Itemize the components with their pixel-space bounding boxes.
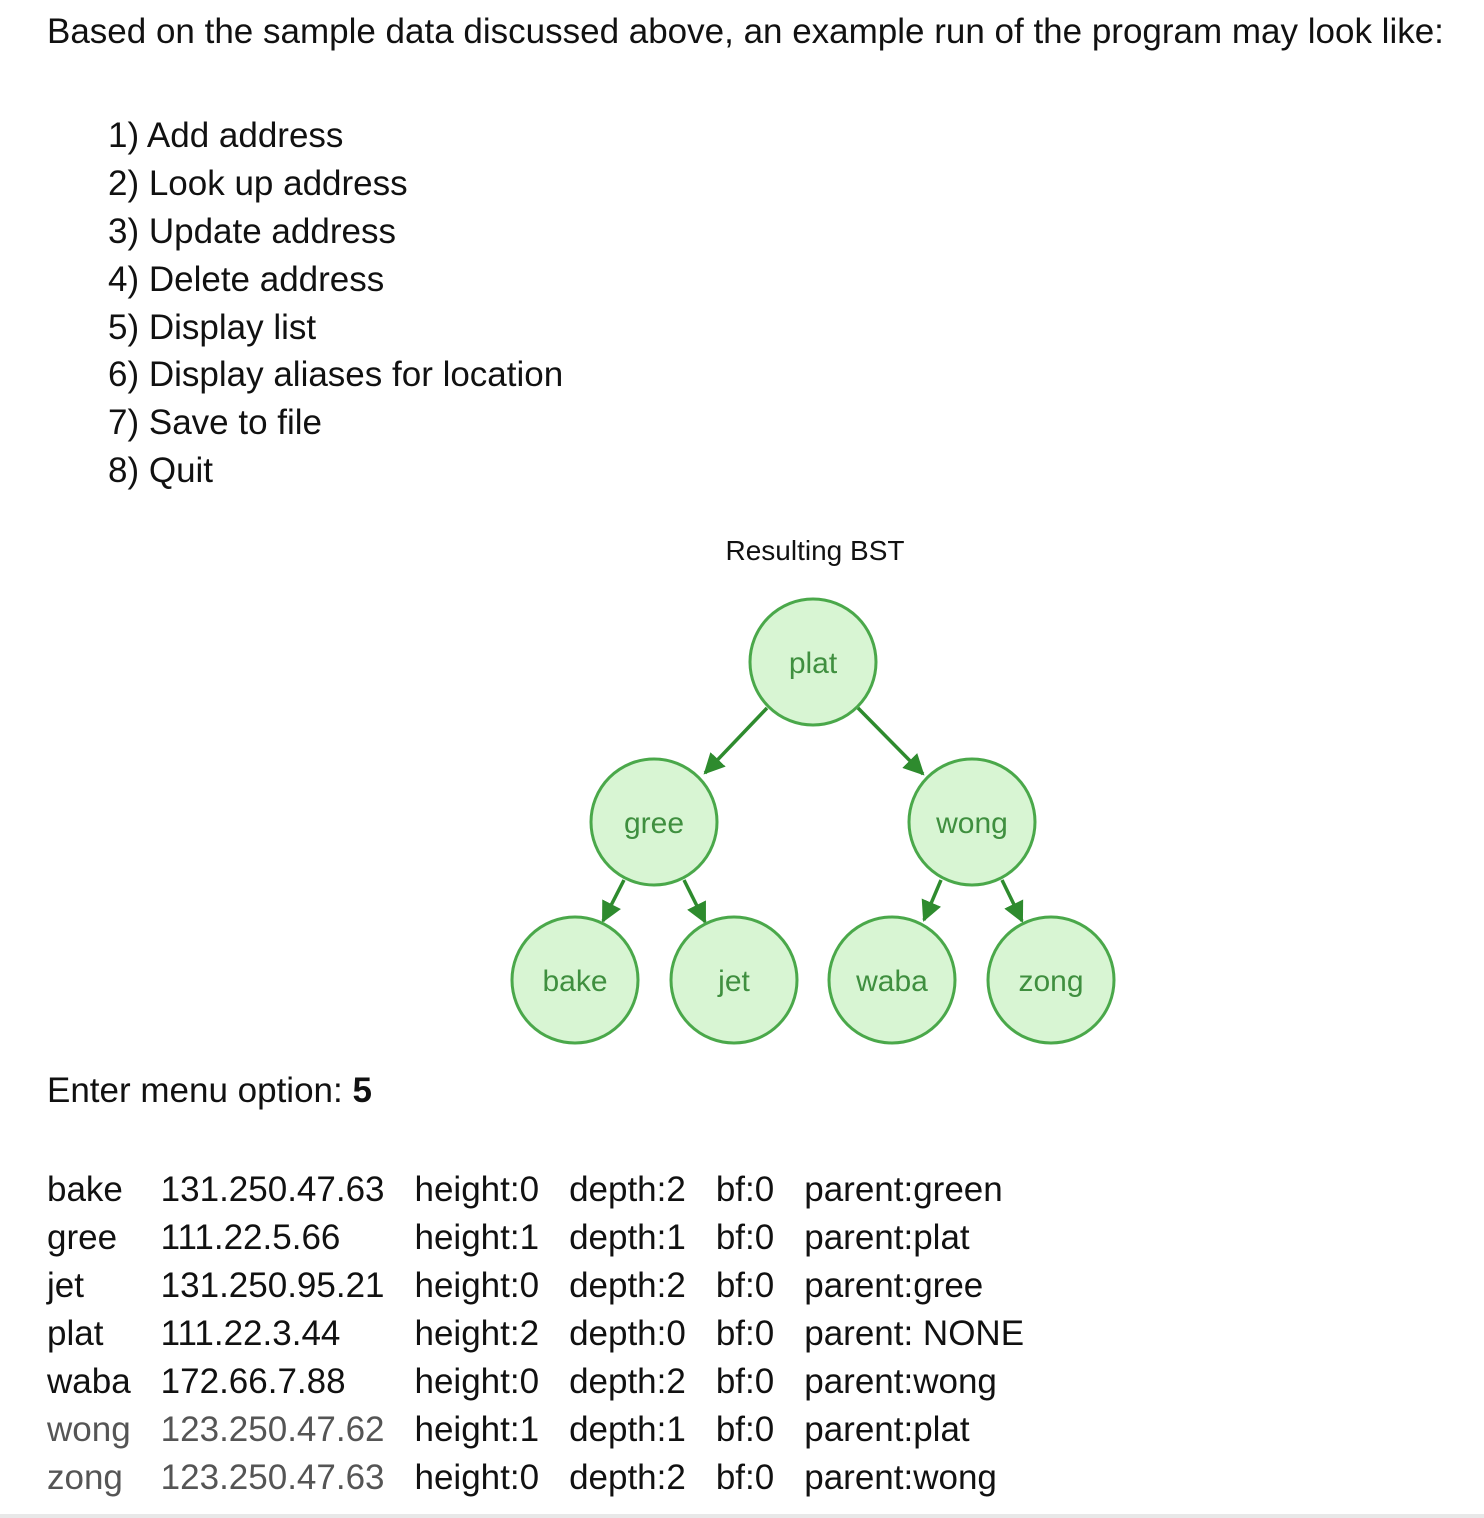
menu-prompt: Enter menu option: 5	[47, 1071, 372, 1111]
menu-item-update: 3) Update address	[108, 211, 396, 251]
row-ip: 111.22.5.66	[160, 1218, 341, 1257]
table-row: bake 131.250.47.63 height:0 depth:2 bf:0…	[47, 1166, 1024, 1214]
node-zong: zong	[986, 915, 1116, 1045]
row-depth: depth:2	[569, 1170, 686, 1209]
edge-wong-zong	[1000, 879, 1024, 923]
bst-diagram: Resulting BST plat gree wong bake jet wa…	[510, 535, 1116, 1045]
menu-list: 1) Add address 2) Look up address 3) Upd…	[108, 112, 563, 495]
row-ip: 131.250.95.21	[160, 1266, 385, 1305]
row-name: bake	[47, 1170, 123, 1209]
node-label-plat: plat	[789, 647, 838, 680]
row-ip: 131.250.47.63	[160, 1170, 385, 1209]
node-label-jet: jet	[717, 965, 750, 998]
row-name: zong	[47, 1458, 123, 1497]
table-row: wong 123.250.47.62 height:1 depth:1 bf:0…	[47, 1406, 1024, 1454]
row-depth: depth:2	[569, 1362, 686, 1401]
row-height: height:0	[414, 1170, 540, 1209]
row-name: waba	[47, 1362, 131, 1401]
row-bf: bf:0	[715, 1362, 775, 1401]
menu-item-aliases: 6) Display aliases for location	[108, 355, 564, 395]
row-parent: parent:plat	[804, 1410, 970, 1449]
table-row: plat 111.22.3.44 height:2 depth:0 bf:0 p…	[47, 1310, 1024, 1358]
row-depth: depth:1	[569, 1218, 686, 1257]
menu-item-lookup: 2) Look up address	[108, 163, 408, 203]
row-depth: depth:1	[569, 1410, 686, 1449]
node-label-bake: bake	[542, 965, 607, 998]
edge-plat-gree	[703, 706, 769, 775]
edge-plat-wong	[856, 706, 925, 776]
menu-item-add: 1) Add address	[108, 116, 344, 155]
row-height: height:1	[414, 1218, 540, 1257]
row-bf: bf:0	[715, 1314, 775, 1353]
node-label-waba: waba	[855, 965, 928, 998]
row-depth: depth:2	[569, 1458, 686, 1497]
row-ip: 111.22.3.44	[160, 1314, 341, 1353]
node-waba: waba	[827, 915, 957, 1045]
edge-gree-jet	[682, 879, 707, 924]
table-row: waba 172.66.7.88 height:0 depth:2 bf:0 p…	[47, 1358, 1024, 1406]
node-bake: bake	[510, 915, 640, 1045]
row-name: jet	[47, 1266, 84, 1305]
row-bf: bf:0	[715, 1170, 775, 1209]
node-label-wong: wong	[935, 807, 1008, 840]
row-ip: 123.250.47.63	[160, 1458, 385, 1497]
node-plat: plat	[748, 597, 878, 727]
node-wong: wong	[907, 757, 1037, 887]
row-parent: parent: NONE	[804, 1314, 1025, 1353]
row-height: height:0	[414, 1362, 540, 1401]
row-bf: bf:0	[715, 1266, 775, 1305]
row-bf: bf:0	[715, 1410, 775, 1449]
bottom-divider	[0, 1514, 1484, 1518]
row-bf: bf:0	[715, 1458, 775, 1497]
node-label-zong: zong	[1018, 965, 1083, 998]
tree-title: Resulting BST	[726, 535, 905, 566]
prompt-label: Enter menu option:	[47, 1071, 353, 1110]
row-height: height:1	[414, 1410, 540, 1449]
row-depth: depth:2	[569, 1266, 686, 1305]
node-gree: gree	[589, 757, 719, 887]
row-ip: 123.250.47.62	[160, 1410, 385, 1449]
row-height: height:0	[414, 1266, 540, 1305]
menu-item-save: 7) Save to file	[108, 403, 322, 443]
row-parent: parent:plat	[804, 1218, 970, 1257]
row-name: plat	[47, 1314, 104, 1353]
table-row: gree 111.22.5.66 height:1 depth:1 bf:0 p…	[47, 1214, 1024, 1262]
tree-edges	[601, 706, 1024, 924]
table-row: zong 123.250.47.63 height:0 depth:2 bf:0…	[47, 1454, 1024, 1502]
intro-text: Based on the sample data discussed above…	[47, 12, 1444, 51]
row-height: height:2	[414, 1314, 540, 1353]
row-parent: parent:green	[804, 1170, 1003, 1209]
node-jet: jet	[669, 915, 799, 1045]
menu-item-quit: 8) Quit	[108, 451, 214, 491]
edge-gree-bake	[601, 879, 626, 923]
menu-item-delete: 4) Delete address	[108, 259, 385, 299]
node-label-gree: gree	[624, 807, 684, 840]
row-parent: parent:wong	[804, 1362, 997, 1401]
row-bf: bf:0	[715, 1218, 775, 1257]
row-height: height:0	[414, 1458, 540, 1497]
row-parent: parent:gree	[804, 1266, 984, 1305]
menu-item-display: 5) Display list	[108, 307, 317, 347]
row-parent: parent:wong	[804, 1458, 997, 1497]
edge-wong-waba	[921, 879, 943, 922]
row-name: wong	[47, 1410, 131, 1449]
row-ip: 172.66.7.88	[160, 1362, 346, 1401]
output-table: bake 131.250.47.63 height:0 depth:2 bf:0…	[47, 1166, 1024, 1502]
table-row: jet 131.250.95.21 height:0 depth:2 bf:0 …	[47, 1262, 1024, 1310]
row-depth: depth:0	[569, 1314, 686, 1353]
row-name: gree	[47, 1218, 118, 1257]
prompt-value: 5	[352, 1071, 372, 1110]
